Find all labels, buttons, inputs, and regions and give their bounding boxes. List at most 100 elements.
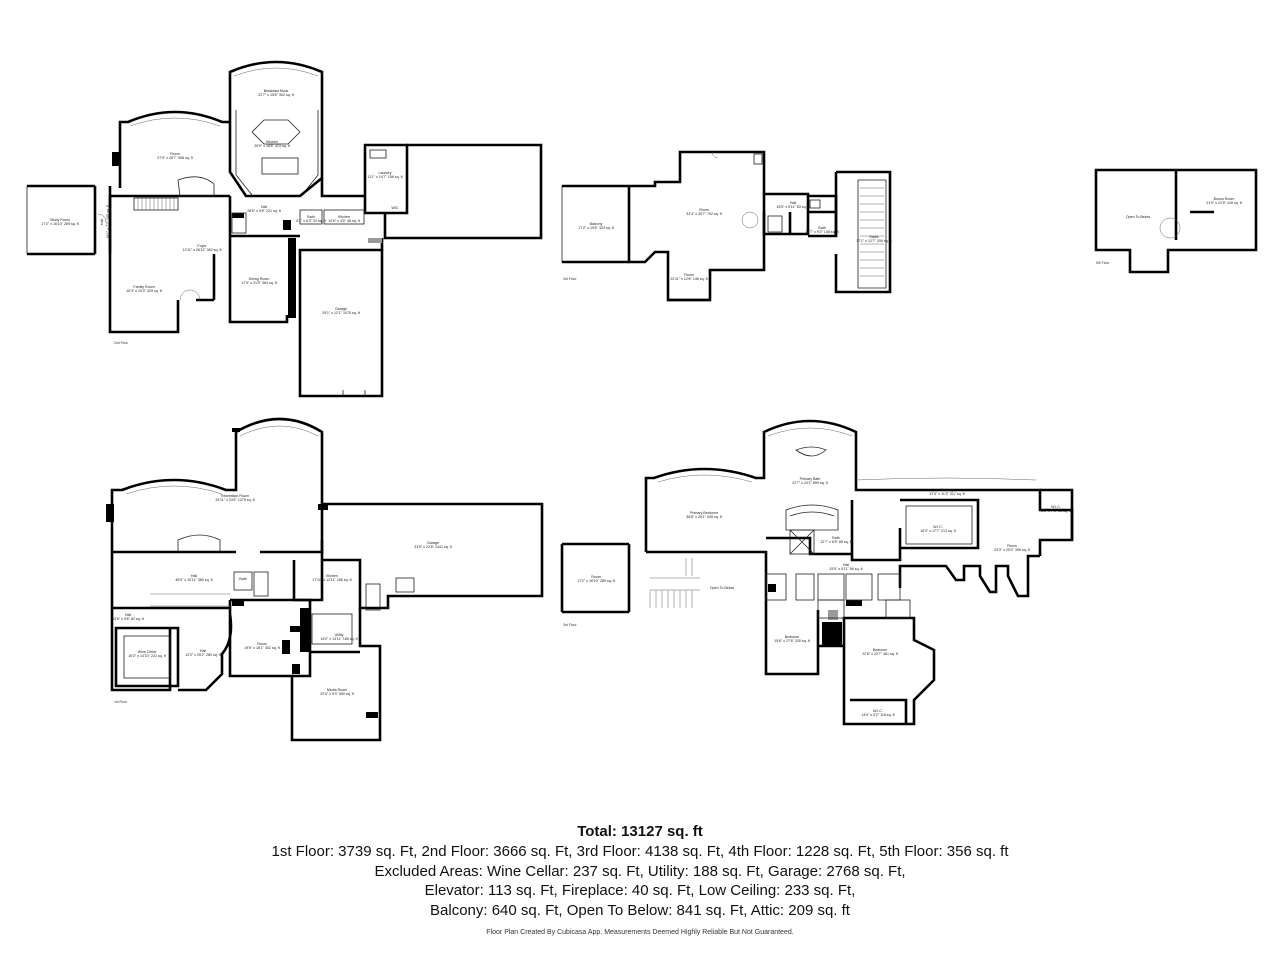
room-dimension: 15'6" x 5'6" 82 sq. ft bbox=[112, 617, 144, 621]
floor-plan-2nd-floor: Breakfast Nook 22'7" x 15'6" 302 sq. ft … bbox=[26, 60, 543, 398]
room-dimension: 17'2" x 16'10" 289 sq. ft bbox=[41, 222, 79, 226]
room-dimension: 22'8" x 22'7" 461 sq. ft bbox=[862, 652, 898, 656]
room-dimension: 10'11" x 12'8" 146 sq. ft bbox=[670, 277, 707, 281]
room-dimension: 15'6" x 27'6" 330 sq. ft bbox=[774, 639, 810, 643]
room-label: Garage bbox=[427, 541, 439, 545]
floor-plan-5th-floor: Open To Below Bonus Room 21'9" x 21'9" 4… bbox=[1094, 168, 1258, 274]
floor-label: 1st Floor bbox=[114, 700, 128, 704]
room-label: Hall bbox=[843, 563, 849, 567]
room-label: Hall bbox=[261, 205, 267, 209]
room-dimension: 10'6" x 4'5" 46 sq. ft bbox=[328, 219, 360, 223]
room-dimension: 17'2" x 19'6" 323 sq. ft bbox=[578, 226, 614, 230]
room-dimension: 28'6" x 9'8" 221 sq. ft bbox=[247, 209, 281, 213]
room-dimension: 14'0" x 13'11" 185 sq. ft bbox=[320, 637, 357, 641]
floor-plan-3rd-floor-upper: Balcony 17'2" x 19'6" 323 sq. ft Room 33… bbox=[561, 150, 892, 302]
room-label: Foyer bbox=[197, 244, 207, 248]
floor-label: 3rd Floor bbox=[563, 623, 577, 627]
floor-plans: Breakfast Nook 22'7" x 15'6" 302 sq. ft … bbox=[26, 60, 1258, 742]
room-label: Bonus Room bbox=[1214, 197, 1235, 201]
room-dimension: 11'1" x 14'7" 156 sq. ft bbox=[367, 175, 402, 179]
room-dimension: 29'3" x 20'0" 396 sq. ft bbox=[994, 548, 1030, 552]
room-label: W.I.C. bbox=[873, 709, 883, 713]
room-dimension: 33'5" x 22'8" 1441 sq. ft bbox=[414, 545, 452, 549]
room-dimension: 16'3" x 20'3" 329 sq. ft bbox=[126, 289, 162, 293]
room-label: Room bbox=[684, 273, 694, 277]
area-summary: Total: 13127 sq. ft 1st Floor: 3739 sq. … bbox=[0, 822, 1280, 920]
room-label: Bedroom bbox=[873, 648, 888, 652]
room-label: WIC bbox=[392, 206, 399, 210]
room-dimension: 15'5" x 5'11" 83 sq. ft bbox=[776, 205, 809, 209]
room-dimension: 16'1" x 7'7" 105 sq. ft bbox=[106, 205, 110, 239]
room-dimension: 17'4" x 21'9" 364 sq. ft bbox=[241, 281, 277, 285]
room-label: Media Room bbox=[327, 688, 347, 692]
room-label: Room bbox=[257, 642, 267, 646]
room-label: Garage bbox=[335, 307, 347, 311]
room-dimension: 27'9" x 28'7" 558 sq. ft bbox=[157, 156, 193, 160]
room-label: Family Room bbox=[133, 285, 154, 289]
room-label: Utility bbox=[335, 633, 344, 637]
room-label: Kitchen bbox=[266, 140, 278, 144]
room-label: W.I.C. bbox=[1051, 505, 1061, 509]
room-dimension: 16'3" x 17'7" 213 sq. ft bbox=[920, 529, 956, 533]
room-label: Hall bbox=[125, 613, 131, 617]
room-label: Bath bbox=[832, 536, 839, 540]
room-dimension: 25'9" x 18'6" 413 sq. ft bbox=[254, 144, 290, 148]
room-label: Bath bbox=[307, 215, 314, 219]
room-label: Room bbox=[699, 208, 709, 212]
room-dimension: 36'8" x 26'1" 545 sq. ft bbox=[686, 515, 722, 519]
room-label: Primary Bath bbox=[800, 477, 821, 481]
room-dimension: 33'4" x 30'7" 702 sq. ft bbox=[686, 212, 722, 216]
room-dimension: 17'1" x 12'7" 206 sq. ft bbox=[856, 239, 892, 243]
room-label: Kitchen bbox=[338, 215, 350, 219]
room-label: Hall bbox=[790, 201, 796, 205]
room-label: Primary Bedroom bbox=[690, 511, 718, 515]
room-dimension: 13'11" x 26'11" 362 sq. ft bbox=[183, 248, 222, 252]
room-label: Room bbox=[1007, 544, 1017, 548]
room-label: Bath bbox=[239, 577, 246, 581]
room-dimension: 12'7" x 6'6" 65 sq. ft bbox=[820, 540, 852, 544]
excluded-areas-line: Excluded Areas: Wine Cellar: 237 sq. Ft,… bbox=[374, 862, 906, 880]
room-label: Balcony bbox=[941, 488, 954, 492]
room-dimension: 5'1" x 6'3" 32 sq. ft bbox=[296, 219, 326, 223]
room-label: Open To Below bbox=[1126, 215, 1151, 219]
room-label: Recreation Room bbox=[221, 494, 249, 498]
floor-label: 2nd Floor bbox=[114, 341, 129, 345]
room-label: Hall bbox=[191, 574, 197, 578]
room-dimension: 17'10" x 12'11" 186 sq. ft bbox=[312, 578, 351, 582]
floor-plan-1st-floor: Recreation Room 33'11" x 23'5" 1275 sq. … bbox=[106, 417, 544, 742]
total-area: Total: 13127 sq. ft bbox=[577, 823, 703, 840]
room-label: Open To Below bbox=[710, 586, 735, 590]
room-label: Wine Cellar bbox=[138, 650, 157, 654]
room-dimension: 33'11" x 23'5" 1275 sq. ft bbox=[215, 498, 254, 502]
room-label: Balcony bbox=[590, 222, 603, 226]
room-dimension: 11'7" x 9'2" 108 sq. ft bbox=[805, 230, 838, 234]
floor-label: 3rd Floor bbox=[563, 277, 577, 281]
room-dimension: 12'0" x 25'2" 280 sq. ft bbox=[185, 653, 221, 657]
room-label: W.I.C. bbox=[933, 525, 943, 529]
excluded-areas-line-2: Elevator: 113 sq. Ft, Fireplace: 40 sq. … bbox=[424, 882, 856, 899]
room-dimension: 22'7" x 15'6" 302 sq. ft bbox=[258, 93, 294, 97]
room-dimension: 21'9" x 21'9" 416 sq. ft bbox=[1206, 201, 1242, 205]
room-dimension: 22'4" x 9'3" 590 sq. ft bbox=[320, 692, 354, 696]
credit-note: Floor Plan Created By Cubicasa App. Meas… bbox=[486, 929, 794, 936]
room-label: Hall bbox=[100, 219, 104, 225]
room-label: Hall bbox=[200, 649, 206, 653]
room-dimension: 16'3" x 14'10" 222 sq. ft bbox=[128, 654, 166, 658]
room-dimension: 8'2" x 7'6" 56 sq. ft bbox=[1041, 509, 1071, 513]
room-label: Laundry bbox=[379, 171, 392, 175]
room-dimension: 46'0" x 10'11" 389 sq. ft bbox=[175, 578, 212, 582]
room-dimension: 29'1" x 12'1" 1075 sq. ft bbox=[322, 311, 360, 315]
room-dimension: 15'5" x 5'11" 66 sq. ft bbox=[829, 567, 862, 571]
room-label: Dining Room bbox=[249, 277, 270, 281]
floor-label: 5th Floor bbox=[1096, 261, 1110, 265]
room-dimension: 19'6" x 18'1" 302 sq. ft bbox=[244, 646, 280, 650]
room-dimension: 17'2" x 16'10" 289 sq. ft bbox=[577, 579, 615, 583]
room-dimension: 14'0" x 5'2" 116 sq. ft bbox=[861, 713, 894, 717]
room-label: Study Room bbox=[50, 218, 70, 222]
room-label: Stairs bbox=[869, 235, 878, 239]
floor-areas-line: 1st Floor: 3739 sq. Ft, 2nd Floor: 3666 … bbox=[271, 843, 1009, 860]
room-label: Room bbox=[170, 152, 180, 156]
floor-plan-3rd-floor-lower: Room 17'2" x 16'10" 289 sq. ft Primary B… bbox=[560, 419, 1074, 726]
room-label: Room bbox=[591, 575, 601, 579]
room-label: Breakfast Nook bbox=[264, 89, 289, 93]
